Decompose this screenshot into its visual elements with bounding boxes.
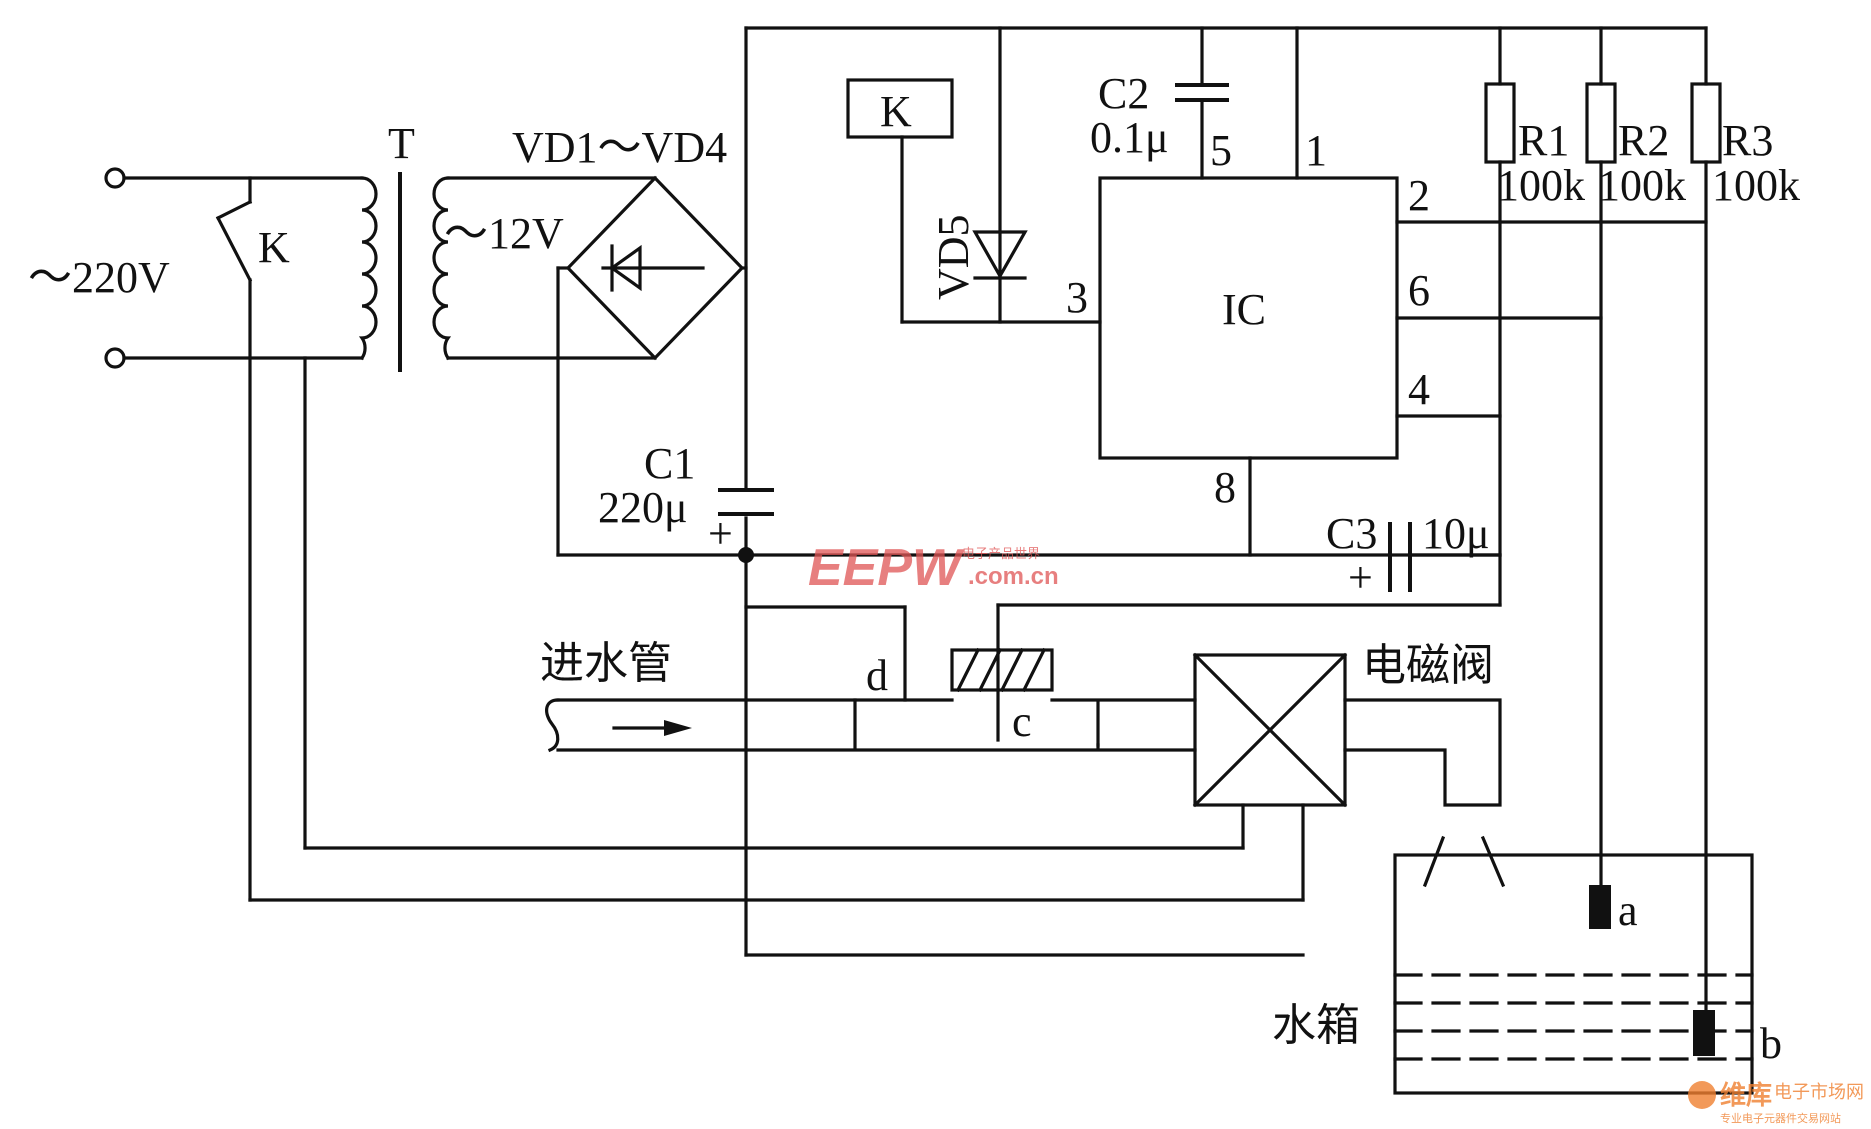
transformer [358,172,657,372]
corner-title-text: 电子市场网 [1774,1082,1864,1102]
pin-3-label: 3 [1066,273,1088,322]
pipe-electrodes [744,603,1502,742]
capacitor-c2 [1175,26,1229,180]
mains-input [104,167,364,902]
pin-4-label: 4 [1408,365,1430,414]
corner-watermark: 维库 电子市场网 专业电子元器件交易网站 [1688,1080,1864,1125]
corner-brand-text: 维库 [1720,1080,1772,1110]
transformer-label: T [388,119,415,168]
c2-name-label: C2 [1098,69,1149,118]
electrode-b-label: b [1760,1019,1782,1068]
c1-name-label: C1 [644,439,695,488]
capacitor-c3 [1388,522,1502,592]
bridge-label: VD1～VD4 [512,123,727,172]
pin-6-label: 6 [1408,266,1430,315]
eepw-domain-text: .com.cn [968,563,1059,590]
c2-value-label: 0.1μ [1090,113,1169,162]
ic-label: IC [1222,285,1266,334]
corner-logo-icon [1688,1081,1716,1109]
resistor-r1 [1484,26,1516,607]
eepw-logo-text: EEPW [808,539,965,597]
c3-polarity-label: + [1348,553,1373,602]
c1-polarity-label: + [708,509,733,558]
diode-vd5-label: VD5 [929,214,978,300]
electrode-c-label: c [1012,697,1032,746]
r3-name-label: R3 [1722,116,1773,165]
relay-coil [846,78,954,324]
resistor-r2 [1585,26,1617,887]
eepw-watermark: EEPW .com.cn 电子产品世界 [808,539,1059,597]
resistor-r3 [1690,26,1722,1012]
pin-1-label: 1 [1305,126,1327,175]
inlet-pipe [545,698,1197,753]
corner-sub-text: 专业电子元器件交易网站 [1720,1111,1841,1125]
r1-value-label: 100k [1497,161,1585,210]
capacitor-c1 [718,488,774,516]
eepw-cn-text: 电子产品世界 [962,546,1040,561]
diode-vd5 [900,26,1102,324]
electrode-a-label: a [1618,886,1638,935]
water-tank [1393,853,1754,1095]
r1-name-label: R1 [1518,116,1569,165]
c1-value-label: 220μ [598,483,688,532]
r2-value-label: 100k [1598,161,1686,210]
mains-label: ～220V [28,253,170,302]
water-tank-label: 水箱 [1272,1000,1360,1051]
solenoid-valve [248,652,1506,902]
c3-name-label: C3 [1326,509,1377,558]
switch-k-label: K [258,223,290,272]
pin-5-label: 5 [1210,126,1232,175]
r2-name-label: R2 [1618,116,1669,165]
r3-value-label: 100k [1712,161,1800,210]
electrode-d-label: d [866,651,888,700]
inlet-pipe-label: 进水管 [540,638,672,689]
secondary-voltage-label: ～12V [444,209,564,258]
pin-8-label: 8 [1214,463,1236,512]
bridge-rectifier [556,175,748,557]
solenoid-valve-label: 电磁阀 [1362,640,1494,691]
supply-rails [556,26,1708,957]
relay-label: K [880,87,912,136]
pin-2-label: 2 [1408,171,1430,220]
c3-value-label: 10μ [1422,509,1490,558]
